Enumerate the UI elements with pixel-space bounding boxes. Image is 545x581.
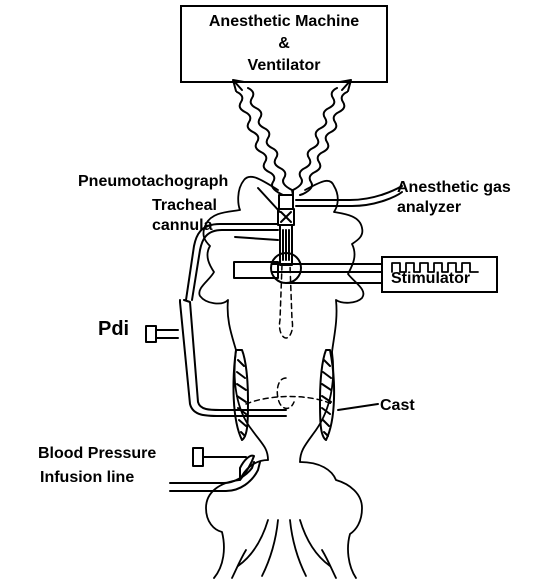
pneumotachograph-label: Pneumotachograph [78, 172, 228, 191]
stimulator-label: Stimulator [391, 270, 470, 288]
cast-label: Cast [380, 396, 415, 415]
pdi-catheter [146, 224, 286, 416]
machine-line-3: Ventilator [182, 55, 386, 77]
stimulator-box: Stimulator [381, 256, 498, 293]
blood-pressure-infusion-lines [170, 448, 260, 491]
machine-line-2: & [182, 33, 386, 55]
blood-pressure-label: Blood Pressure [38, 444, 156, 463]
cast-left [234, 350, 248, 440]
gas-analyzer-label-line1: Anesthetic gas [397, 178, 511, 197]
anesthetic-machine-box: Anesthetic Machine & Ventilator [180, 5, 388, 83]
cast-right [320, 350, 334, 440]
internal-dashed-structures [246, 265, 332, 408]
infusion-line-label: Infusion line [40, 468, 134, 487]
cast-pointer [338, 404, 378, 410]
pdi-label: Pdi [98, 320, 129, 339]
tracheal-label-line2: cannula [152, 216, 212, 235]
gas-analyzer-label-line2: analyzer [397, 198, 461, 217]
cat-outline [199, 177, 363, 578]
machine-line-1: Anesthetic Machine [182, 11, 386, 33]
stimulator-wiring [234, 253, 381, 283]
ventilator-tubing [233, 80, 351, 195]
gas-analyzer-line [296, 186, 402, 206]
tracheal-cannula-pointer [235, 237, 278, 240]
tracheal-label-line1: Tracheal [152, 196, 217, 215]
